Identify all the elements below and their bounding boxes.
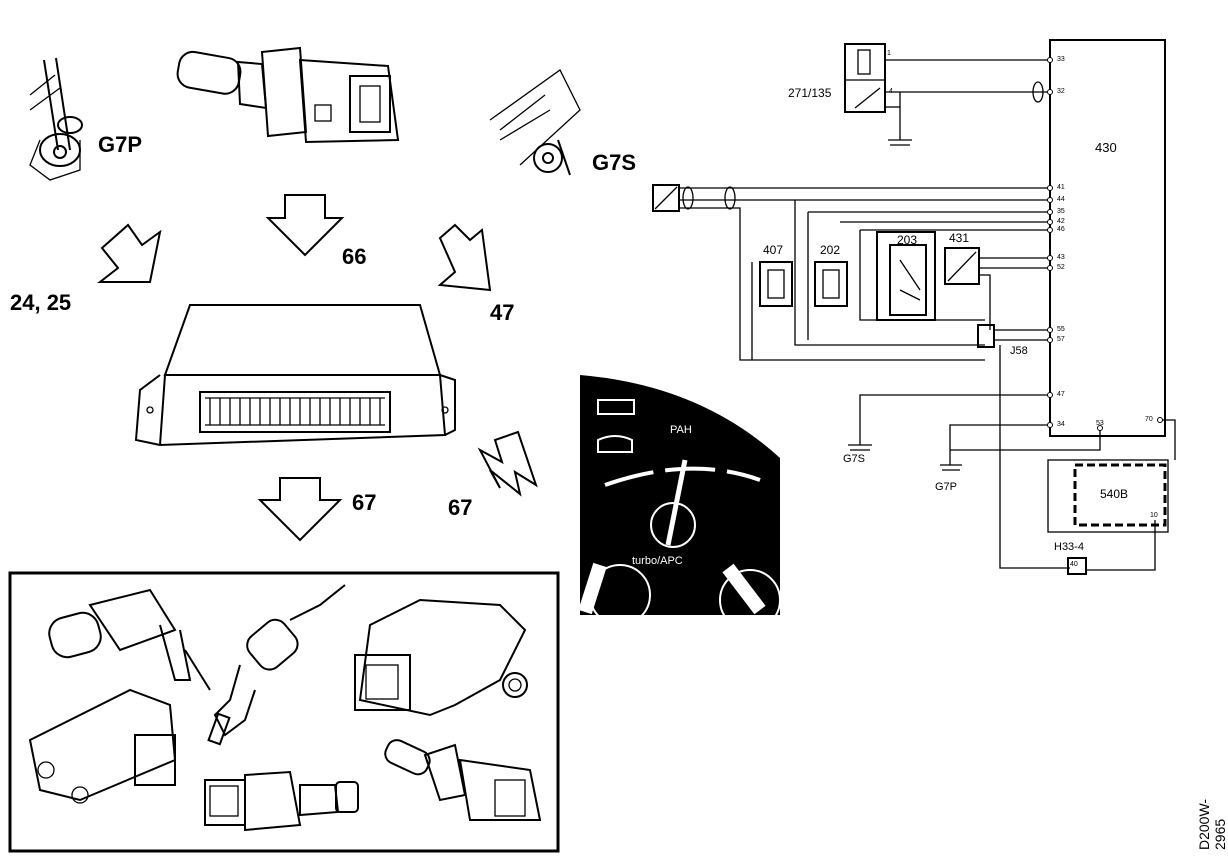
boost-gauge-panel	[578, 375, 781, 631]
gauge-label-top: PAH	[670, 424, 692, 436]
label-ref-47: 47	[490, 300, 515, 325]
pin-44: 44	[1057, 196, 1065, 203]
label-ref-66: 66	[342, 244, 367, 269]
crankshaft-sensor-illustration	[48, 588, 211, 691]
pin-70: 70	[1145, 416, 1153, 423]
component-203-label: 203	[897, 233, 918, 247]
label-ref-67-left: 67	[352, 490, 377, 515]
ecu-430-label: 430	[1095, 140, 1117, 155]
air-temperature-sensor-illustration	[384, 739, 542, 821]
oxygen-sensor-illustration	[207, 584, 346, 746]
ecu-box-illustration	[134, 304, 456, 447]
gauge-label-bottom: turbo/APC	[632, 555, 683, 567]
label-g7s: G7S	[592, 150, 637, 175]
pin-10: 10	[1150, 512, 1158, 519]
pin-53: 53	[1096, 420, 1104, 427]
arrow-down-right-47	[437, 223, 492, 292]
arrow-down-66	[265, 194, 345, 257]
pin-32: 32	[1057, 88, 1065, 95]
coolant-sensor-illustration	[204, 770, 359, 832]
pin-40: 40	[1070, 561, 1078, 568]
ground-point-g7s-illustration	[489, 69, 581, 176]
pin-33: 33	[1057, 56, 1065, 63]
wiring-schematic	[652, 39, 1176, 575]
pin-55: 55	[1057, 326, 1065, 333]
label-ref-67-right: 67	[448, 495, 473, 520]
pin-52: 52	[1057, 264, 1065, 271]
pin-43: 43	[1057, 254, 1065, 261]
arrow-lightning-67	[477, 430, 538, 497]
junction-j58-label: J58	[1010, 345, 1028, 357]
label-g7p: G7P	[98, 132, 143, 157]
sensors-panel	[8, 571, 560, 853]
sensor-271-label: 271/135	[788, 86, 832, 100]
throttle-position-sensor-illustration	[354, 598, 528, 717]
ground-point-g7p-illustration	[29, 57, 83, 181]
pin-47: 47	[1057, 391, 1065, 398]
pin-34: 34	[1057, 421, 1065, 428]
arrow-down-left-2425	[97, 223, 162, 283]
component-431-label: 431	[949, 231, 970, 245]
component-407-label: 407	[763, 243, 784, 257]
component-202-label: 202	[820, 243, 841, 257]
pin-42: 42	[1057, 218, 1065, 225]
figure-code: D200W-2965	[1196, 798, 1228, 850]
pin-4: 4	[889, 88, 893, 95]
pin-41: 41	[1057, 184, 1065, 191]
pin-57: 57	[1057, 336, 1065, 343]
component-540b-label: 540B	[1100, 487, 1129, 501]
connector-h33-label: H33-4	[1054, 541, 1084, 553]
pin-1: 1	[887, 50, 891, 57]
ground-g7s-label: G7S	[843, 453, 866, 465]
arrow-down-67	[257, 477, 343, 542]
pin-46: 46	[1057, 226, 1065, 233]
pressure-sensor-illustration	[28, 688, 177, 804]
pin-35: 35	[1057, 208, 1065, 215]
ground-g7p-label: G7P	[935, 481, 958, 493]
label-ref-24-25: 24, 25	[10, 290, 72, 315]
temperature-sensor-illustration	[176, 46, 400, 144]
